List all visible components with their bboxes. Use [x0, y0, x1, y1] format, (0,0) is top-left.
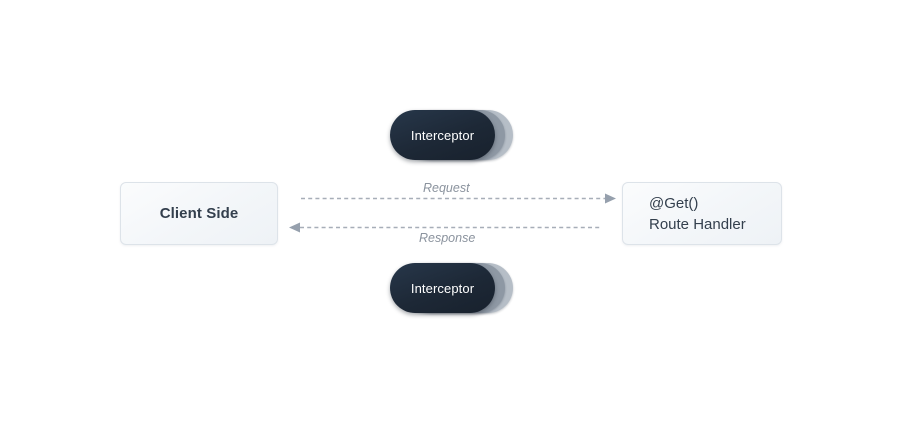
request-arrowhead-icon	[605, 193, 616, 204]
request-label: Request	[423, 181, 470, 195]
client-side-label: Client Side	[159, 205, 239, 222]
interceptor-node-top: Interceptor	[390, 110, 513, 160]
route-handler-node: @Get() Route Handler	[622, 182, 782, 245]
request-connector	[301, 193, 616, 204]
route-handler-decorator: @Get()	[649, 194, 699, 212]
interceptor-node-bottom: Interceptor	[390, 263, 513, 313]
interceptor-bottom-label: Interceptor	[410, 280, 475, 296]
response-arrowhead-icon	[289, 222, 300, 233]
response-label: Response	[419, 231, 476, 245]
interceptor-front-card: Interceptor	[390, 110, 495, 160]
route-handler-name: Route Handler	[649, 215, 746, 233]
interceptor-front-card: Interceptor	[390, 263, 495, 313]
client-side-node: Client Side	[120, 182, 278, 245]
interceptor-top-label: Interceptor	[410, 127, 475, 143]
